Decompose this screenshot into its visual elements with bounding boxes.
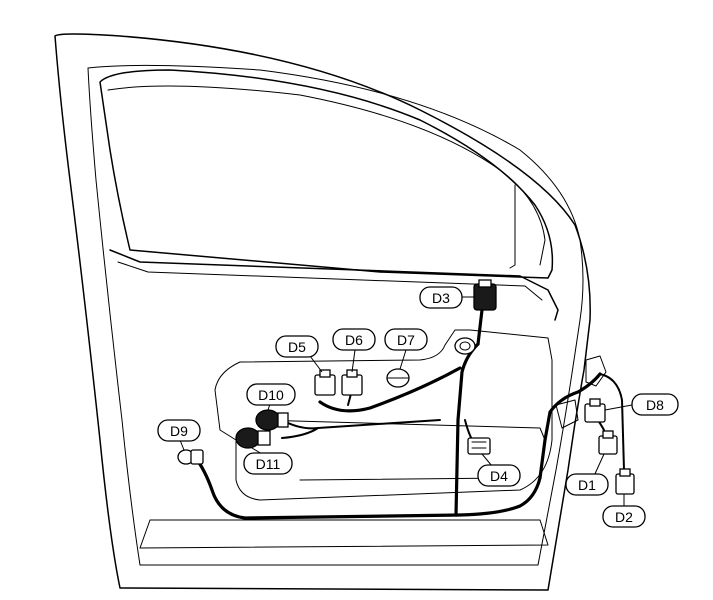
- callout-d5: D5: [275, 335, 319, 358]
- callout-d10: D10: [246, 383, 296, 406]
- belt-line-trim: [109, 249, 559, 321]
- leader-d8: [604, 404, 633, 411]
- leader-d5: [309, 355, 323, 373]
- connector-d5: [314, 369, 336, 396]
- svg-text:D9: D9: [170, 423, 188, 439]
- harness-grommet-inner: [459, 341, 471, 351]
- connector-d4: [467, 437, 491, 455]
- inner-panel-lower-line: [299, 477, 511, 481]
- svg-text:D4: D4: [490, 468, 508, 484]
- svg-text:D3: D3: [432, 290, 450, 306]
- connector-d1: [598, 430, 618, 455]
- leader-d1: [593, 453, 605, 477]
- window-opening: [99, 69, 554, 279]
- leader-d6: [351, 349, 356, 373]
- leader-d7: [399, 349, 407, 370]
- callout-d3: D3: [419, 286, 463, 309]
- glass-inner-edge: [509, 184, 516, 269]
- leader-d9: [179, 439, 185, 451]
- connector-d8: [584, 398, 606, 423]
- callout-d2: D2: [602, 505, 646, 528]
- connector-d10: [255, 409, 289, 431]
- harness-grommet: [454, 337, 476, 355]
- callout-d7: D7: [384, 328, 428, 351]
- connector-d2: [615, 468, 635, 495]
- inner-panel-cutout: [214, 329, 553, 501]
- callout-d1: D1: [565, 473, 609, 496]
- door-sill: [139, 519, 549, 549]
- callout-d9: D9: [157, 419, 201, 442]
- connector-d7: [386, 368, 410, 388]
- callout-d8: D8: [631, 393, 679, 416]
- callout-d6: D6: [332, 328, 376, 351]
- harness-d10-d11-pigtail: [281, 419, 441, 439]
- leader-d4: [481, 453, 493, 467]
- svg-text:D10: D10: [258, 387, 284, 403]
- belt-line-trim-lower: [117, 261, 543, 301]
- connector-d6: [341, 369, 363, 396]
- svg-text:D2: D2: [615, 509, 633, 525]
- connector-d11: [235, 427, 271, 449]
- connector-d9: [177, 449, 204, 465]
- svg-text:D5: D5: [288, 339, 306, 355]
- svg-text:D11: D11: [256, 456, 281, 472]
- svg-text:D8: D8: [646, 397, 664, 413]
- callout-d4: D4: [477, 464, 521, 487]
- main-harness: [193, 372, 602, 520]
- hinge-bracket-lower: [555, 399, 579, 429]
- harness-d1-d2-branch: [599, 373, 625, 471]
- svg-text:D1: D1: [578, 477, 596, 493]
- hinge-bracket-upper: [585, 355, 607, 387]
- inner-panel-ledge: [259, 419, 546, 441]
- svg-text:D6: D6: [345, 332, 363, 348]
- door-inner-frame: [87, 64, 584, 566]
- svg-text:D7: D7: [397, 332, 415, 348]
- callout-d11: D11: [243, 452, 293, 475]
- door-outer-panel: [54, 33, 591, 591]
- connector-d3: [473, 279, 497, 311]
- harness-upper-branch: [318, 366, 462, 413]
- window-glass-edge: [107, 85, 546, 266]
